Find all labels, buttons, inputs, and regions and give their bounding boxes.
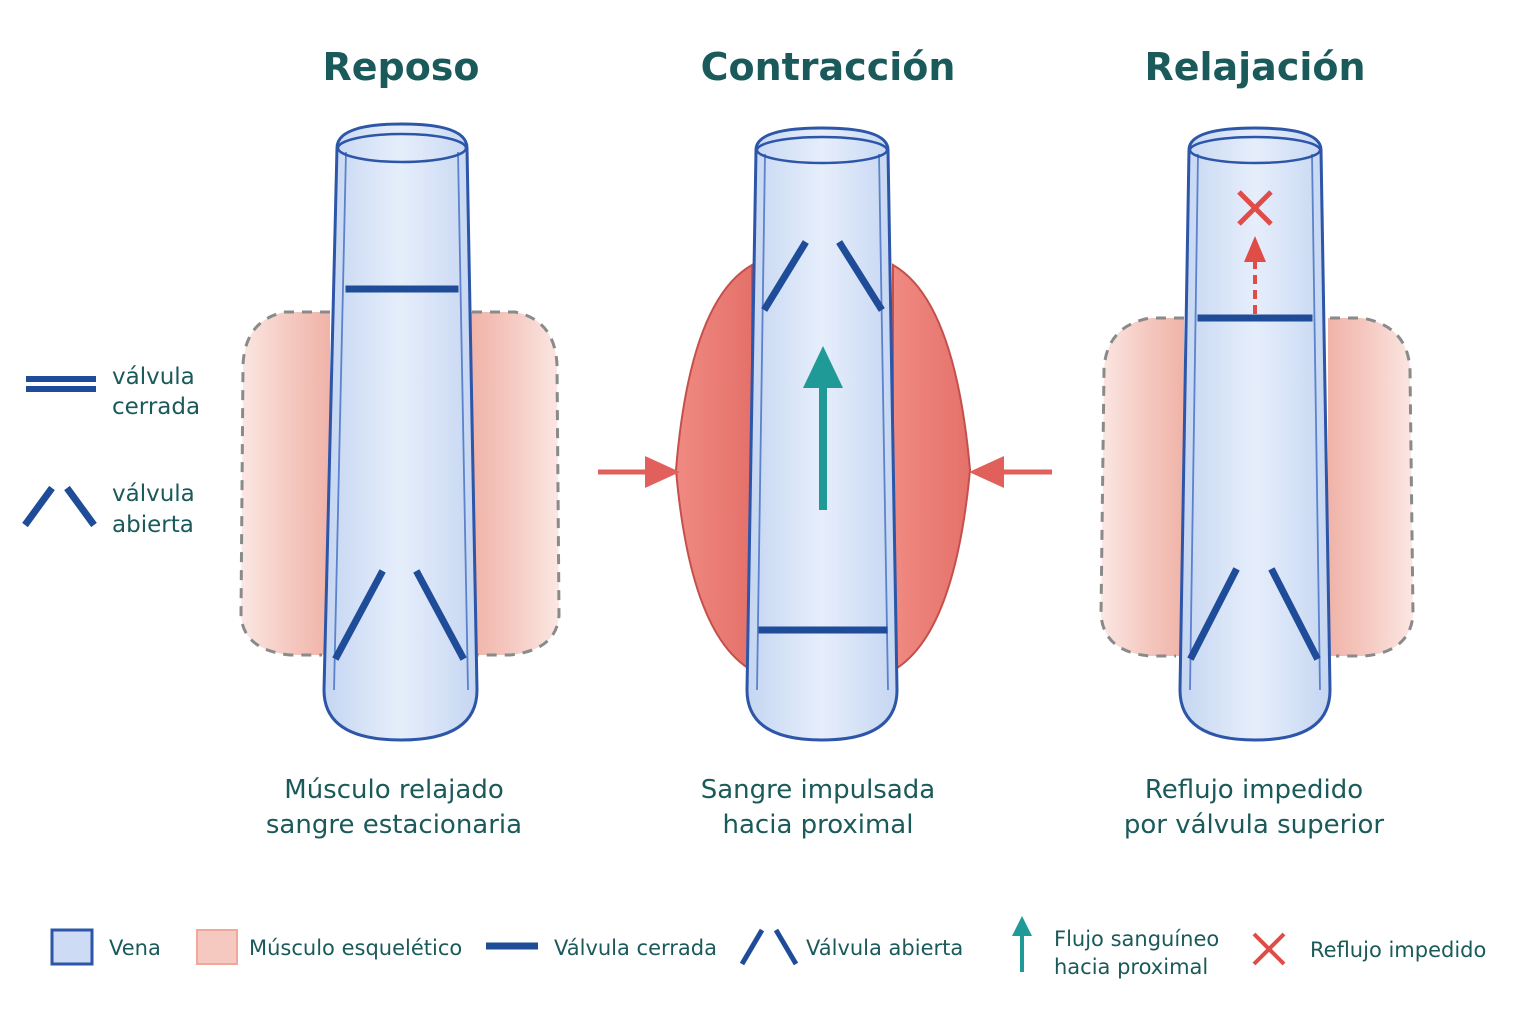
caption-relajacion-line2: por válvula superior (1124, 810, 1385, 840)
panel-title-relajacion: Relajación (1144, 45, 1365, 89)
panel-title-reposo: Reposo (322, 45, 479, 89)
muscle-swatch-icon (196, 929, 238, 965)
caption-relajacion-line1: Reflujo impedido (1145, 775, 1363, 805)
open-valve-icon (22, 485, 97, 528)
side-legend-open-line2: abierta (112, 512, 194, 538)
flow-arrow-up (803, 346, 843, 510)
legend-flow-line2: hacia proximal (1054, 955, 1208, 979)
relaxed-muscle (239, 310, 561, 657)
compression-arrow-left (598, 456, 680, 488)
relaxed-muscle (1099, 316, 1415, 658)
flow-arrow-icon (1012, 916, 1032, 972)
legend-valve-open-label: Válvula abierta (806, 936, 963, 960)
vein-swatch-icon (50, 928, 94, 966)
vein (322, 122, 479, 742)
caption-reposo-line2: sangre estacionaria (266, 810, 522, 840)
caption-reposo-line1: Músculo relajado (284, 775, 503, 805)
panel-relajacion (1099, 126, 1415, 742)
reflux-x-icon (1252, 932, 1286, 966)
caption-contraccion-line1: Sangre impulsada (701, 775, 935, 805)
legend-muscle-label: Músculo esquelético (249, 936, 462, 960)
open-valve (1187, 567, 1321, 661)
panel-reposo (239, 122, 561, 742)
legend-vein-label: Vena (109, 936, 161, 960)
side-legend: válvula cerrada válvula abierta (22, 364, 200, 538)
open-valve (761, 240, 885, 312)
side-legend-open-line1: válvula (112, 481, 195, 507)
side-legend-closed-line1: válvula (112, 364, 195, 390)
blocked-reflux-arrow (1244, 236, 1266, 314)
panel-contraccion (598, 126, 1052, 742)
reflux-blocked-x-icon (1237, 190, 1273, 226)
side-legend-closed-line2: cerrada (112, 394, 200, 420)
contracted-muscle (674, 263, 972, 669)
vein (1178, 126, 1332, 742)
caption-contraccion-line2: hacia proximal (723, 810, 914, 840)
legend-reflux-label: Reflujo impedido (1310, 938, 1486, 962)
open-valve-icon (739, 928, 799, 966)
compression-arrow-right (969, 456, 1052, 488)
legend-valve-closed-label: Válvula cerrada (554, 936, 717, 960)
legend-flow-line1: Flujo sanguíneo (1054, 927, 1219, 951)
open-valve (332, 569, 467, 661)
bottom-legend: Vena Músculo esquelético Válvula cerrada… (50, 916, 1486, 979)
closed-valve-icon (26, 376, 96, 392)
panel-title-contraccion: Contracción (701, 45, 956, 89)
